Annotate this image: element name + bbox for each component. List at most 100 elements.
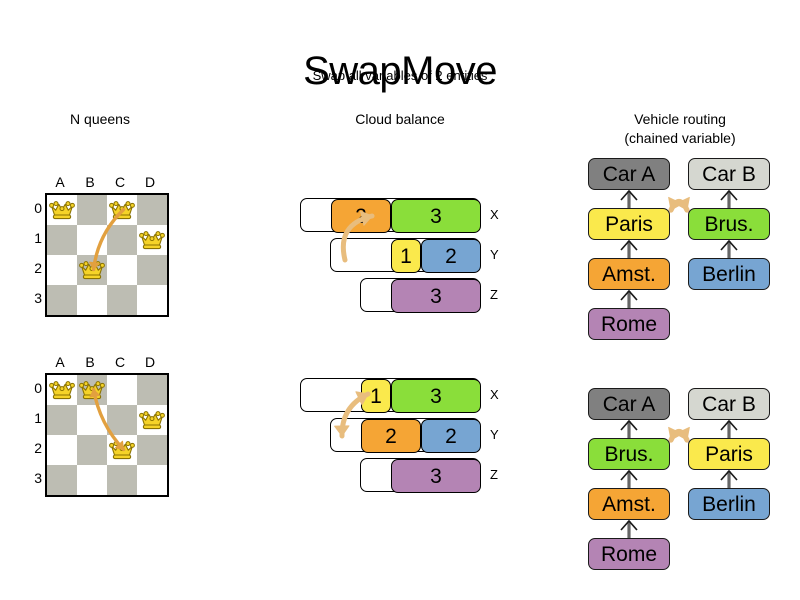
cloud-computer-label-y: Y	[490, 427, 499, 442]
cloud-computer-label-z: Z	[490, 467, 498, 482]
swap-arrow-head	[360, 210, 373, 226]
cloud-process-block-y-1[interactable]: 2	[421, 239, 481, 273]
vrp-node-a-1[interactable]: Paris	[588, 208, 670, 240]
cloud-process-block-y-0[interactable]: 1	[391, 239, 421, 273]
section-heading-vehicle-routing: Vehicle routing (chained variable)	[580, 110, 780, 148]
swap-arrow-head	[334, 425, 350, 437]
vrp-connectors	[620, 419, 738, 539]
vrp-chain-arrowhead	[620, 189, 638, 201]
board-cell-A1[interactable]	[47, 225, 77, 255]
cloud-process-block-y-0[interactable]: 2	[361, 419, 421, 453]
swap-arrow-head	[114, 440, 125, 450]
board-rank-label-2: 2	[34, 440, 42, 456]
board-cell-A1[interactable]	[47, 405, 77, 435]
board-cell-D2[interactable]	[137, 255, 167, 285]
page-title: SwapMove	[303, 48, 497, 93]
vrp-heading-line1: Vehicle routing	[634, 111, 726, 127]
cloud-process-block-y-1[interactable]: 2	[421, 419, 481, 453]
swap-arrow-head	[355, 391, 369, 406]
board-file-label-d: D	[144, 174, 156, 190]
cloud-row-shell-z[interactable]: 3	[360, 278, 481, 313]
vrp-node-b-0[interactable]: Car B	[688, 388, 770, 420]
vrp-connectors	[620, 189, 738, 309]
board-cell-A3[interactable]	[47, 285, 77, 315]
board-cell-C1[interactable]	[107, 225, 137, 255]
board-rank-label-0: 0	[34, 200, 42, 216]
vrp-node-a-2[interactable]: Amst.	[588, 258, 670, 290]
board-cell-B3[interactable]	[77, 285, 107, 315]
board-cell-C3[interactable]	[107, 285, 137, 315]
page-subtitle: Swap all variables of 2 entities	[312, 68, 488, 83]
board-cell-D0[interactable]	[137, 195, 167, 225]
vrp-node-b-0[interactable]: Car B	[688, 158, 770, 190]
vrp-node-b-2[interactable]: Berlin	[688, 488, 770, 520]
cloud-row-shell-z[interactable]: 3	[360, 458, 481, 493]
board-cell-C3[interactable]	[107, 465, 137, 495]
board-cell-B0[interactable]	[77, 195, 107, 225]
vrp-node-a-2[interactable]: Amst.	[588, 488, 670, 520]
vrp-node-a-1[interactable]: Brus.	[588, 438, 670, 470]
board-rank-label-3: 3	[34, 470, 42, 486]
vrp-chain-arrowhead	[720, 469, 738, 481]
board-cell-A2[interactable]	[47, 255, 77, 285]
board-cell-D0[interactable]	[137, 375, 167, 405]
cloud-process-block-z-0[interactable]: 3	[391, 279, 481, 313]
vrp-chain-arrowhead	[620, 519, 638, 531]
vrp-chain-arrowhead	[620, 469, 638, 481]
board-rank-label-2: 2	[34, 260, 42, 276]
board-move-arrow	[89, 387, 126, 452]
vrp-node-a-0[interactable]: Car A	[588, 158, 670, 190]
vrp-chain-arrowhead	[720, 239, 738, 251]
board-cell-A3[interactable]	[47, 465, 77, 495]
vrp-heading-line2: (chained variable)	[624, 130, 736, 146]
board-rank-label-3: 3	[34, 290, 42, 306]
board-cell-A2[interactable]	[47, 435, 77, 465]
section-heading-cloud-balance: Cloud balance	[355, 111, 445, 127]
board-file-label-a: A	[55, 174, 65, 190]
vrp-node-a-3[interactable]: Rome	[588, 538, 670, 570]
cloud-process-block-x-1[interactable]: 3	[391, 199, 481, 233]
board-cell-D3[interactable]	[137, 285, 167, 315]
board-move-arrow	[89, 207, 126, 272]
board-cell-C2[interactable]	[107, 255, 137, 285]
vrp-node-b-2[interactable]: Berlin	[688, 258, 770, 290]
cloud-process-block-x-0[interactable]: 2	[331, 199, 391, 233]
board-rank-label-1: 1	[34, 230, 42, 246]
board-cell-D3[interactable]	[137, 465, 167, 495]
cloud-process-block-z-0[interactable]: 3	[391, 459, 481, 493]
vrp-node-a-3[interactable]: Rome	[588, 308, 670, 340]
board-cell-C0[interactable]	[107, 375, 137, 405]
board-rank-label-0: 0	[34, 380, 42, 396]
swap-arrow-head	[89, 389, 101, 398]
vrp-chain-arrowhead	[620, 289, 638, 301]
vrp-node-a-0[interactable]: Car A	[588, 388, 670, 420]
vrp-chain-arrowhead	[720, 419, 738, 431]
board-file-label-c: C	[114, 354, 126, 370]
board-file-label-a: A	[55, 354, 65, 370]
board-file-label-b: B	[85, 174, 95, 190]
cloud-computer-label-y: Y	[490, 247, 499, 262]
cloud-computer-label-x: X	[490, 387, 499, 402]
cloud-process-block-x-1[interactable]: 3	[391, 379, 481, 413]
cloud-swap-arrow	[340, 210, 375, 263]
cloud-computer-label-z: Z	[490, 287, 498, 302]
board-cell-D2[interactable]	[137, 435, 167, 465]
vrp-node-b-1[interactable]: Brus.	[688, 208, 770, 240]
section-heading-nqueens: N queens	[70, 111, 130, 127]
board-cell-B3[interactable]	[77, 465, 107, 495]
vrp-chain-arrowhead	[720, 189, 738, 201]
cloud-swap-arrow	[334, 391, 371, 439]
board-cell-C1[interactable]	[107, 405, 137, 435]
cloud-computer-label-x: X	[490, 207, 499, 222]
board-cell-B2[interactable]	[77, 435, 107, 465]
vrp-node-b-1[interactable]: Paris	[688, 438, 770, 470]
